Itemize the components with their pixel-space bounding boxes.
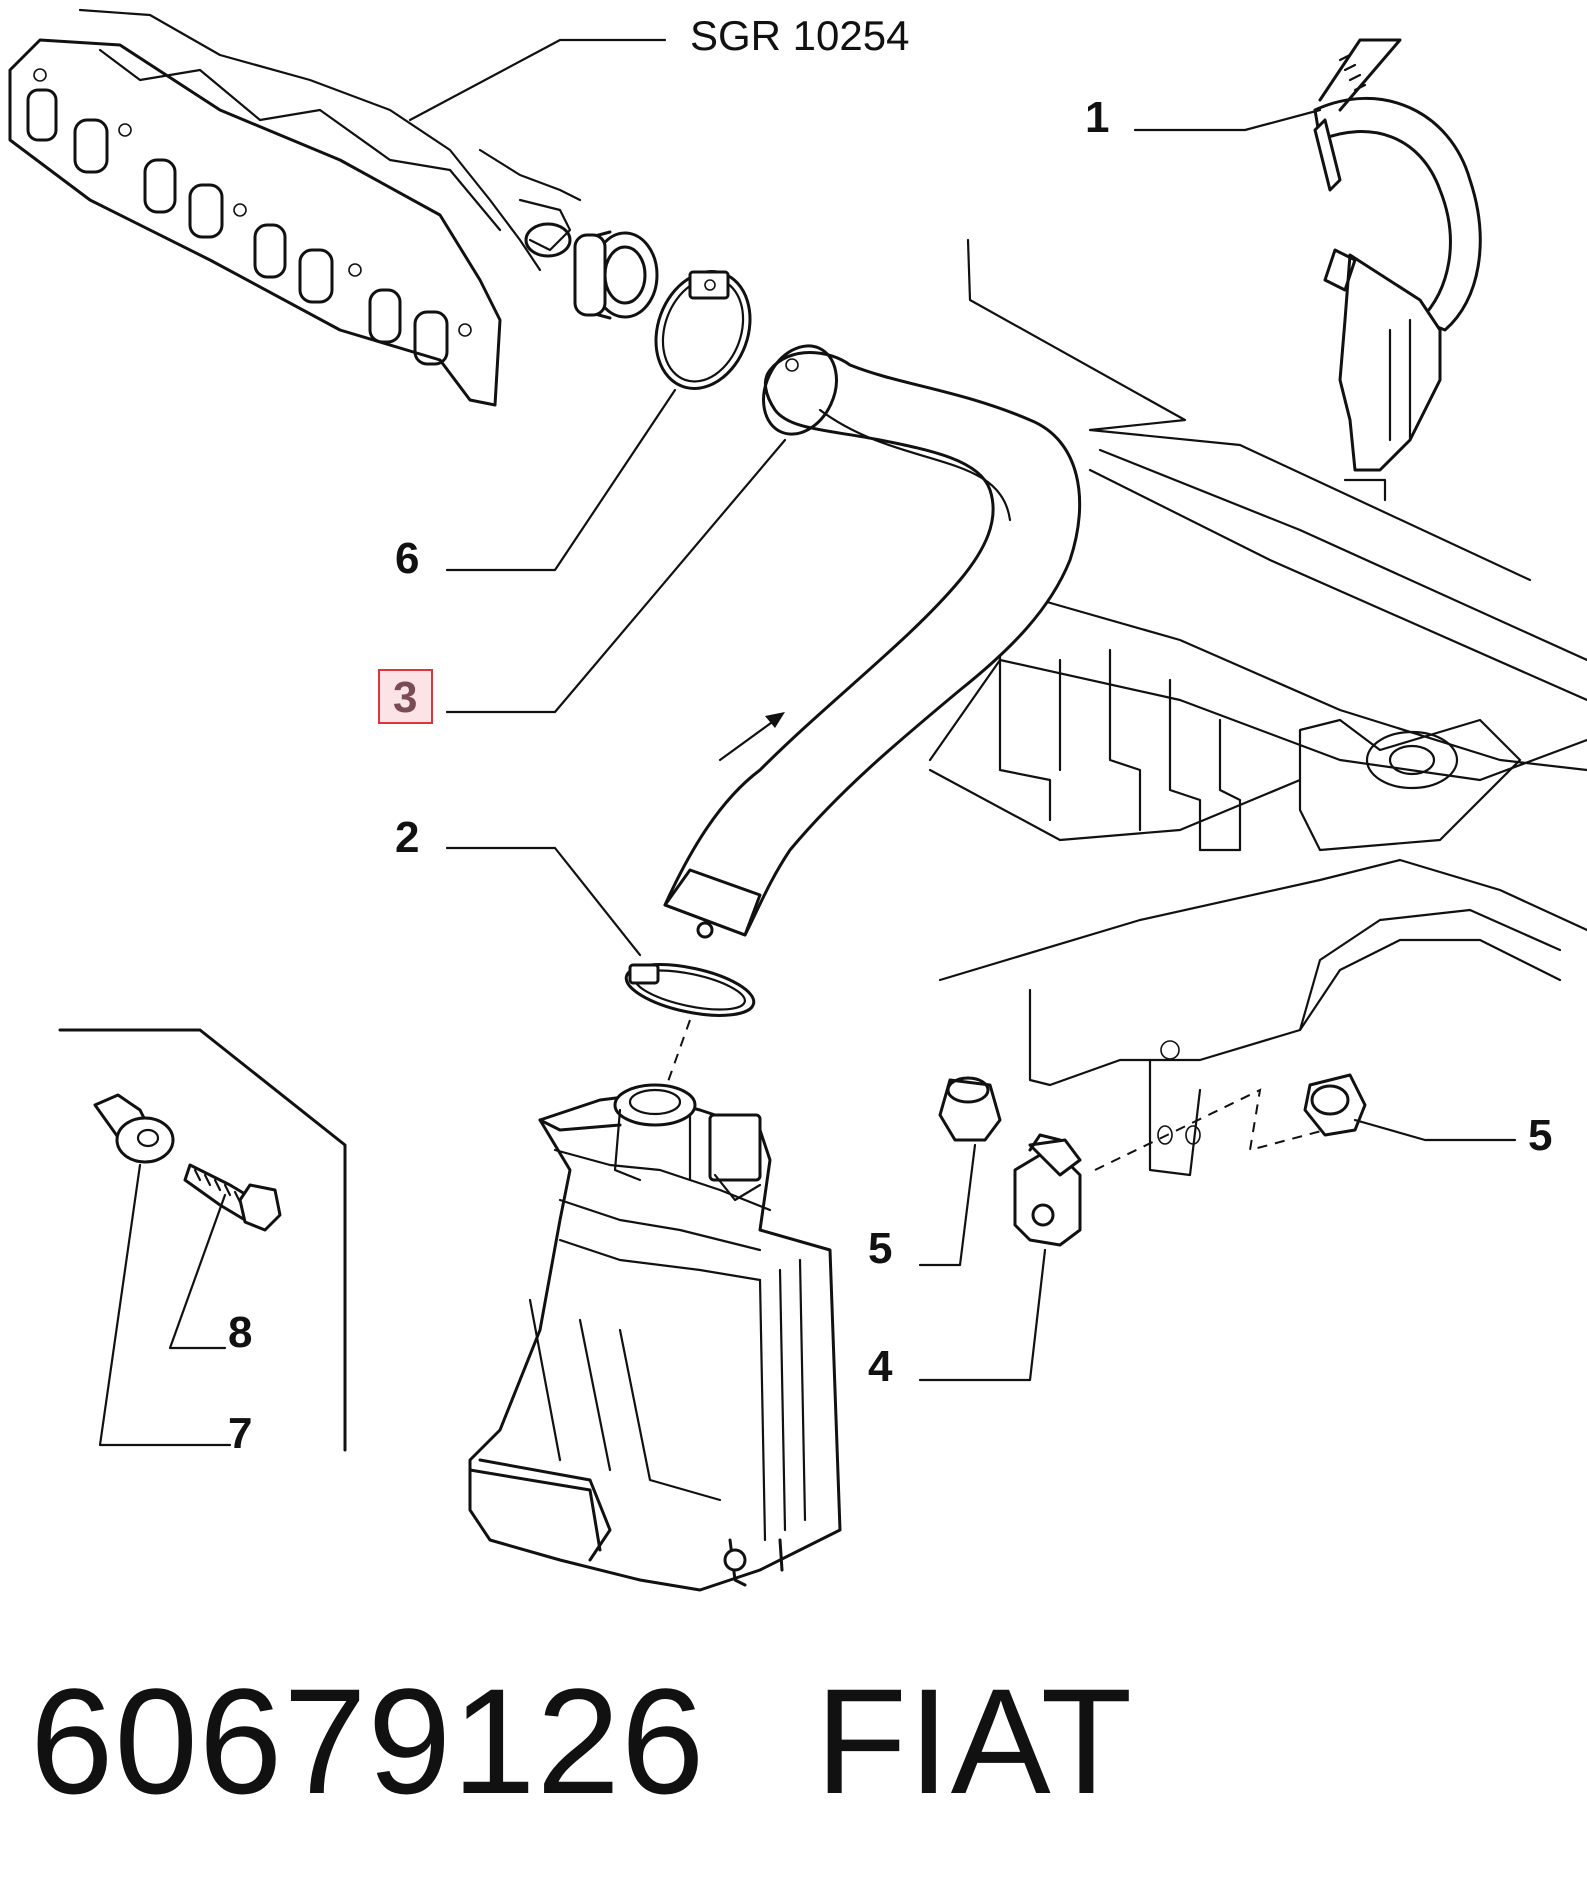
- part-number: 60679126: [30, 1657, 706, 1825]
- footer-caption: 60679126 FIAT: [30, 1655, 1133, 1828]
- intercooler-drawing: [468, 1083, 842, 1592]
- clamp-6-drawing: [654, 270, 752, 390]
- callout-2[interactable]: 2: [395, 813, 419, 862]
- clip-7-drawing: [93, 1093, 175, 1164]
- kit-frame-line: [58, 1028, 347, 1452]
- screw-8-drawing: [183, 1163, 282, 1232]
- hose-3-drawing: [663, 344, 1082, 939]
- intake-manifold-drawing: [8, 8, 659, 407]
- callout-1[interactable]: 1: [1085, 93, 1109, 142]
- clamp-2-drawing: [624, 963, 756, 1091]
- callout-3-highlight-box[interactable]: [378, 669, 433, 724]
- callout-6[interactable]: 6: [395, 534, 419, 583]
- callout-5-right[interactable]: 5: [1528, 1111, 1552, 1160]
- brand-name: FIAT: [815, 1657, 1134, 1825]
- callout-7[interactable]: 7: [228, 1409, 252, 1458]
- bushing-5-right-drawing: [1303, 1073, 1367, 1137]
- bracket-1-drawing: [1313, 38, 1482, 502]
- callout-5-left[interactable]: 5: [868, 1224, 892, 1273]
- bushing-5-left-drawing: [938, 1076, 1002, 1142]
- reference-label: SGR 10254: [690, 12, 909, 59]
- body-panel-drawing: [928, 238, 1587, 1177]
- callout-4[interactable]: 4: [868, 1342, 893, 1391]
- callout-8[interactable]: 8: [228, 1308, 252, 1357]
- bracket-4-drawing: [1013, 1133, 1082, 1247]
- callout-3[interactable]: 3: [393, 673, 417, 722]
- leader-lines: [98, 38, 1517, 1447]
